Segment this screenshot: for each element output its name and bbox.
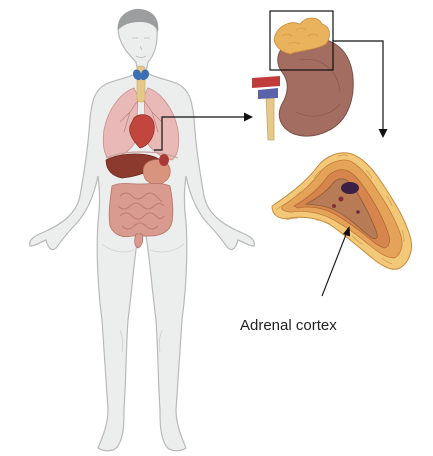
adrenal-cross-section	[272, 153, 412, 270]
body-kidney	[159, 154, 169, 166]
vessel-spot-1	[339, 197, 344, 202]
large-intestine	[109, 184, 173, 237]
vessel-spot-3	[356, 210, 360, 214]
kidney-with-adrenal	[252, 18, 353, 140]
central-vein	[341, 182, 359, 194]
renal-artery	[252, 76, 280, 88]
ureter	[266, 96, 274, 140]
renal-vein	[258, 88, 278, 99]
adrenal-cortex-label: Adrenal cortex	[240, 317, 337, 334]
rectum	[135, 234, 143, 248]
label-pointer-adrenal-cortex	[322, 226, 350, 296]
human-body	[30, 9, 255, 451]
vessel-spot-2	[332, 204, 336, 208]
